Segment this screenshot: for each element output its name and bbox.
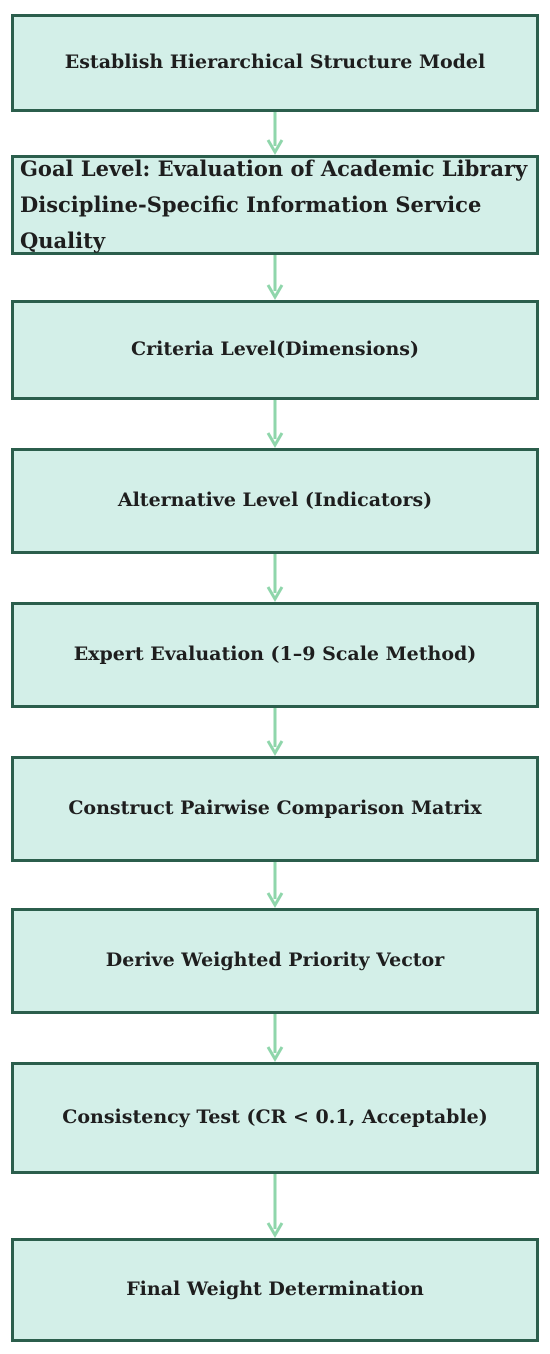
arrow-connector bbox=[263, 862, 287, 908]
step-consistency-test: Consistency Test (CR < 0.1, Acceptable) bbox=[11, 1062, 539, 1174]
step-label: Construct Pairwise Comparison Matrix bbox=[68, 797, 482, 820]
step-final-weight: Final Weight Determination bbox=[11, 1238, 539, 1342]
arrow-connector bbox=[263, 255, 287, 300]
step-goal-level: Goal Level: Evaluation of Academic Libra… bbox=[11, 155, 539, 255]
step-criteria-level: Criteria Level(Dimensions) bbox=[11, 300, 539, 400]
step-label: Expert Evaluation (1–9 Scale Method) bbox=[73, 643, 477, 666]
step-alternative-level: Alternative Level (Indicators) bbox=[11, 448, 539, 554]
step-label: Establish Hierarchical Structure Model bbox=[64, 51, 486, 74]
arrow-connector bbox=[263, 1014, 287, 1062]
step-label: Goal Level: Evaluation of Academic Libra… bbox=[20, 156, 528, 253]
arrow-connector bbox=[263, 1174, 287, 1238]
step-establish-model: Establish Hierarchical Structure Model bbox=[11, 14, 539, 112]
step-label: Consistency Test (CR < 0.1, Acceptable) bbox=[62, 1106, 488, 1129]
arrow-connector bbox=[263, 554, 287, 602]
step-label: Alternative Level (Indicators) bbox=[117, 489, 433, 512]
step-priority-vector: Derive Weighted Priority Vector bbox=[11, 908, 539, 1014]
step-label: Final Weight Determination bbox=[126, 1278, 424, 1301]
arrow-connector bbox=[263, 112, 287, 155]
step-label: Derive Weighted Priority Vector bbox=[105, 949, 445, 972]
arrow-connector bbox=[263, 708, 287, 756]
arrow-connector bbox=[263, 400, 287, 448]
step-label: Criteria Level(Dimensions) bbox=[131, 338, 419, 361]
step-expert-evaluation: Expert Evaluation (1–9 Scale Method) bbox=[11, 602, 539, 708]
step-pairwise-matrix: Construct Pairwise Comparison Matrix bbox=[11, 756, 539, 862]
